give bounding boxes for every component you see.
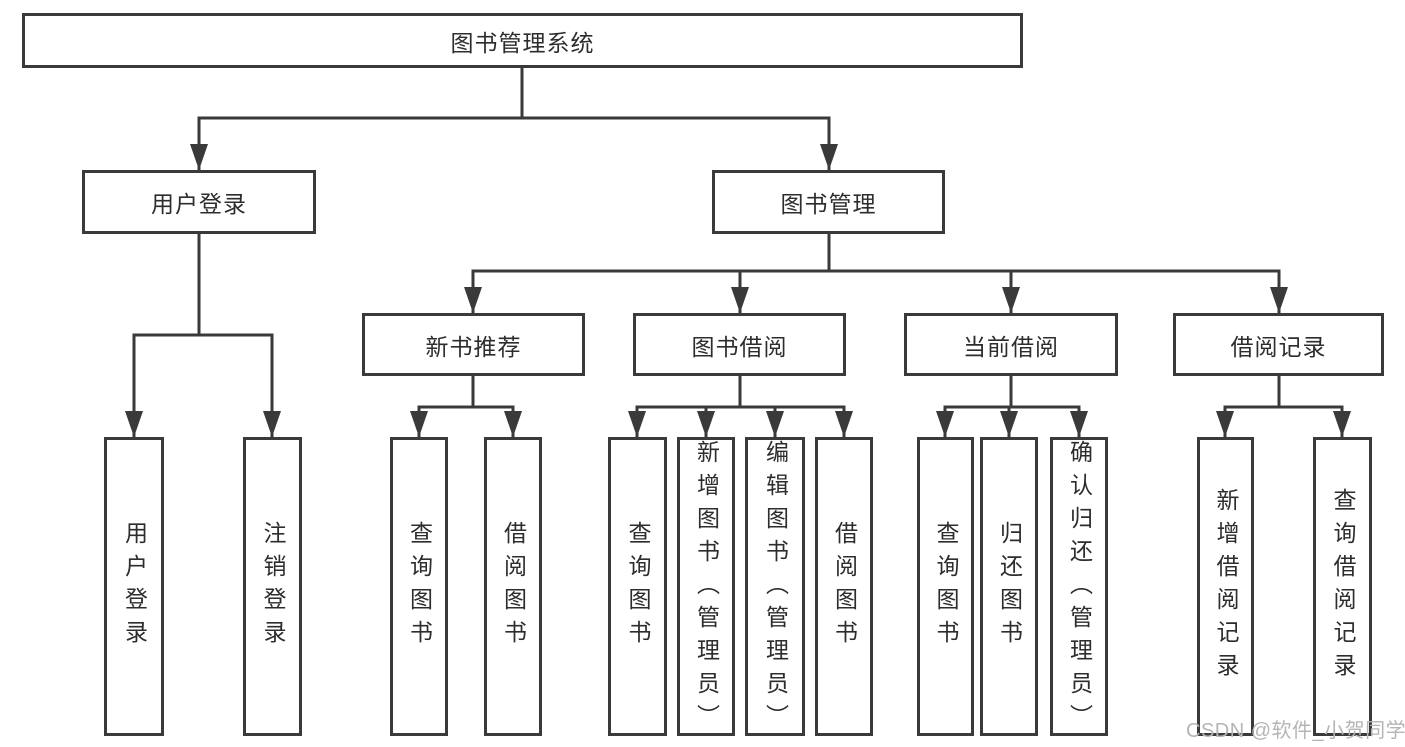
leaf-query-borrow-record-label: 查询借阅记录 — [1330, 487, 1356, 686]
leaf-user-login: 用户登录 — [104, 437, 164, 736]
leaf-edit-book-admin-label: 编辑图书（管理员） — [762, 440, 789, 737]
node-user-login: 用户登录 — [82, 170, 316, 234]
leaf-borrow-book: 借阅图书 — [815, 437, 873, 736]
csdn-watermark: CSDN @软件_小贺同学 — [1186, 720, 1405, 742]
leaf-query-book-recommend: 查询图书 — [390, 437, 448, 736]
leaf-add-book-admin: 新增图书（管理员） — [677, 437, 735, 737]
leaf-query-book-current-label: 查询图书 — [933, 520, 959, 653]
connector-borrow-records-to-leaves — [1216, 374, 1351, 439]
connector-current-borrow-to-leaves — [936, 374, 1088, 439]
leaf-confirm-return-admin-label: 确认归还（管理员） — [1066, 440, 1093, 737]
leaf-logout: 注销登录 — [243, 437, 302, 736]
connector-root-to-level2 — [190, 66, 838, 172]
leaf-add-book-admin-label: 新增图书（管理员） — [693, 440, 720, 737]
leaf-query-book-borrow-label: 查询图书 — [625, 520, 651, 653]
leaf-return-book: 归还图书 — [980, 437, 1038, 736]
leaf-query-borrow-record: 查询借阅记录 — [1313, 437, 1372, 736]
connector-new-book-recommend-to-leaves — [410, 374, 522, 439]
leaf-confirm-return-admin: 确认归还（管理员） — [1050, 437, 1108, 737]
node-root-system: 图书管理系统 — [22, 13, 1023, 68]
node-book-management: 图书管理 — [712, 170, 945, 234]
leaf-query-book-current: 查询图书 — [917, 437, 974, 736]
node-borrow-records: 借阅记录 — [1173, 313, 1384, 376]
leaf-borrow-book-recommend: 借阅图书 — [484, 437, 542, 736]
leaf-query-book-borrow: 查询图书 — [608, 437, 667, 736]
leaf-user-login-label: 用户登录 — [121, 520, 148, 653]
connector-user-login-to-leaves — [125, 232, 281, 439]
leaf-query-book-recommend-label: 查询图书 — [406, 520, 433, 653]
leaf-edit-book-admin: 编辑图书（管理员） — [745, 437, 805, 737]
leaf-add-borrow-record: 新增借阅记录 — [1197, 437, 1254, 736]
leaf-logout-label: 注销登录 — [260, 520, 286, 653]
node-new-book-recommend: 新书推荐 — [362, 313, 585, 376]
node-book-borrow: 图书借阅 — [633, 313, 846, 376]
leaf-borrow-book-label: 借阅图书 — [831, 520, 858, 653]
node-current-borrow: 当前借阅 — [904, 313, 1118, 376]
leaf-return-book-label: 归还图书 — [996, 520, 1023, 653]
connector-book-management-to-level3 — [464, 232, 1288, 315]
connector-book-borrow-to-leaves — [628, 374, 853, 439]
leaf-add-borrow-record-label: 新增借阅记录 — [1213, 487, 1239, 686]
leaf-borrow-book-recommend-label: 借阅图书 — [500, 520, 527, 653]
